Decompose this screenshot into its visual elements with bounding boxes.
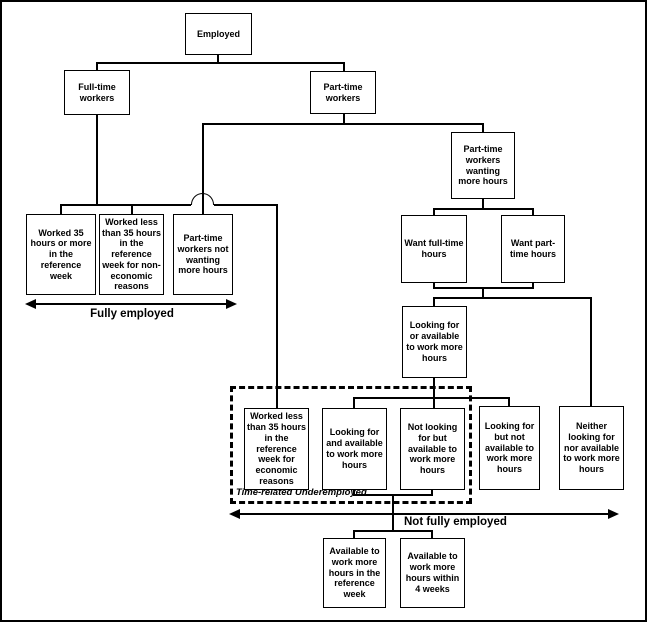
connector: [590, 297, 592, 406]
node-neither-looking-nor-available: Neither looking for nor available to wor…: [559, 406, 624, 490]
connector: [433, 297, 591, 299]
arrowhead-left-icon: [25, 299, 36, 309]
node-looking-or-available: Looking for or available to work more ho…: [402, 306, 467, 378]
node-pt-not-wanting-more: Part-time workers not wanting more hours: [173, 214, 233, 295]
line-hop-arc: [191, 193, 214, 205]
arrowhead-right-icon: [226, 299, 237, 309]
connector: [353, 490, 355, 496]
node-looking-and-available: Looking for and available to work more h…: [322, 408, 387, 490]
connector: [96, 62, 344, 64]
connector: [96, 115, 98, 205]
node-worked-less-economic: Worked less than 35 hours in the referen…: [244, 408, 309, 490]
connector: [131, 204, 133, 214]
node-available-4-weeks: Available to work more hours within 4 we…: [400, 538, 465, 608]
connector: [482, 123, 484, 132]
node-part-time-workers: Part-time workers: [310, 71, 376, 114]
node-full-time-workers: Full-time workers: [64, 70, 130, 115]
node-worked-35-or-more: Worked 35 hours or more in the reference…: [26, 214, 96, 295]
connector: [214, 204, 277, 206]
node-pt-wanting-more: Part-time workers wanting more hours: [451, 132, 515, 199]
connector: [433, 283, 435, 289]
node-looking-but-not-available: Looking for but not available to work mo…: [479, 406, 540, 490]
arrowhead-left-icon: [229, 509, 240, 519]
connector: [433, 297, 435, 306]
connector: [217, 55, 219, 64]
connector: [482, 287, 484, 298]
connector: [431, 490, 433, 496]
node-want-full-time: Want full-time hours: [401, 215, 467, 283]
not-fully-employed-label: Not fully employed: [404, 516, 507, 528]
connector: [433, 397, 435, 408]
fully-employed-label: Fully employed: [90, 308, 174, 320]
node-worked-less-non-economic: Worked less than 35 hours in the referen…: [99, 214, 164, 295]
connector: [508, 397, 510, 406]
connector: [96, 62, 98, 70]
connector: [343, 62, 345, 71]
connector: [433, 208, 533, 210]
node-not-looking-but-available: Not looking for but available to work mo…: [400, 408, 465, 490]
connector: [532, 283, 534, 289]
connector: [353, 397, 510, 399]
connector: [202, 123, 484, 125]
time-related-underemployed-label: Time-related Underemployed: [236, 487, 367, 498]
fully-employed-arrow: [34, 303, 228, 305]
connector: [532, 208, 534, 215]
connector: [60, 204, 191, 206]
connector: [343, 114, 345, 125]
connector: [433, 208, 435, 215]
arrowhead-right-icon: [608, 509, 619, 519]
connector: [482, 199, 484, 209]
connector: [353, 397, 355, 408]
connector: [202, 123, 204, 214]
node-available-reference-week: Available to work more hours in the refe…: [323, 538, 386, 608]
connector: [353, 530, 355, 538]
connector: [353, 530, 433, 532]
node-employed: Employed: [185, 13, 252, 55]
connector: [60, 204, 62, 214]
connector: [276, 204, 278, 408]
not-fully-employed-arrow: [238, 513, 610, 515]
node-want-part-time: Want part-time hours: [501, 215, 565, 283]
connector: [431, 530, 433, 538]
time-related-underemployed-region: [230, 386, 472, 504]
